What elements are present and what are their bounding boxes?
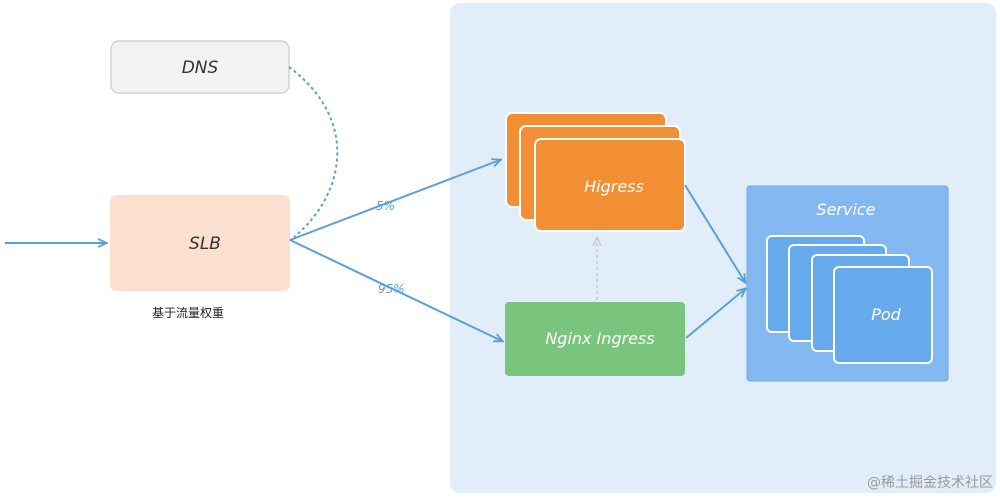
service-label: Service xyxy=(816,200,875,219)
higress-to-service-arrow xyxy=(684,184,745,282)
nginx-to-service-arrow xyxy=(685,289,745,339)
higress-label: Higress xyxy=(584,177,644,196)
dns-slb-connector xyxy=(288,66,339,238)
higress-node-stack: Higress xyxy=(505,112,686,232)
pod-label: Pod xyxy=(871,305,901,324)
edge-label-nginx: 95% xyxy=(378,282,405,296)
slb-to-higress-arrow xyxy=(289,160,500,241)
slb-to-nginx-arrow xyxy=(289,239,502,341)
slb-node: SLB xyxy=(110,195,290,291)
pod-stack: Pod xyxy=(766,235,933,364)
slb-caption: 基于流量权重 xyxy=(152,306,224,320)
nginx-ingress-node: Nginx Ingress xyxy=(505,302,685,376)
watermark: @稀土掘金技术社区 xyxy=(867,475,993,491)
dns-node: DNS xyxy=(110,40,290,94)
nginx-label: Nginx Ingress xyxy=(545,329,654,348)
service-node: Service Pod xyxy=(746,185,949,382)
edge-label-higress: 5% xyxy=(376,199,395,213)
slb-label: SLB xyxy=(189,234,221,254)
dns-label: DNS xyxy=(182,58,219,78)
pod-instance-4 xyxy=(833,266,933,364)
